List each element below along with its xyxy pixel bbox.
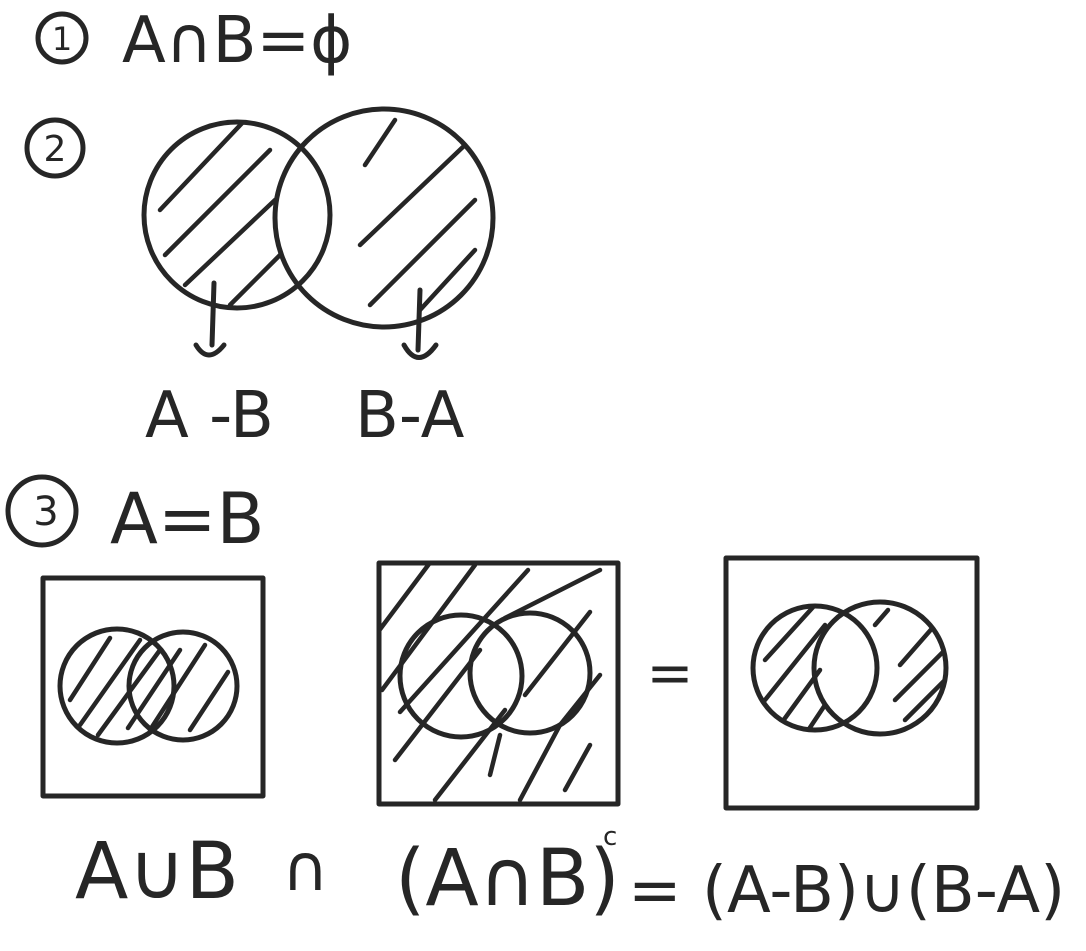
set-b-circle [272, 106, 496, 330]
arrow-b-minus-a [415, 287, 423, 353]
item-3-statement: A=B [110, 478, 265, 560]
label-a-minus-b: A -B [145, 379, 274, 453]
arrow-head-b-minus-a [401, 342, 439, 360]
hatch-b-minus-a [357, 117, 478, 313]
item-2: 2 A -B B-A [24, 106, 496, 453]
bottom-equation: A∪B ∩ (A∩B) c = (A-B)∪(B-A) [75, 822, 1065, 928]
symdiff-set-a-circle [750, 603, 880, 733]
equals-sign: = [647, 641, 694, 706]
hatch-b-only [872, 607, 946, 723]
arrow-head-a-minus-b [193, 342, 227, 358]
venn-diagram-difference [141, 106, 496, 360]
item-3: 3 A=B [5, 474, 265, 560]
equation-complement-mark: c [603, 822, 617, 852]
item-2-number-circle [24, 117, 86, 179]
venn-box-complement [376, 560, 621, 807]
universe-box-1 [40, 575, 266, 799]
union-set-b-circle [126, 629, 240, 743]
set-a-circle [141, 119, 333, 311]
item-3-number: 3 [33, 489, 58, 535]
hatch-a-only [762, 606, 828, 730]
universe-box-3 [723, 555, 980, 811]
equation-intersect-operator: ∩ [282, 832, 329, 906]
item-2-number: 2 [44, 129, 67, 170]
equation-term-union: A∪B [75, 827, 239, 917]
complement-set-a-circle [397, 612, 525, 740]
item-1: 1 A∩B=ϕ [35, 4, 352, 78]
item-3-number-circle [5, 474, 79, 548]
venn-box-union [40, 575, 266, 799]
union-set-a-circle [57, 626, 177, 746]
hatch-complement [379, 563, 603, 803]
equation-rhs: = (A-B)∪(B-A) [628, 854, 1065, 928]
equation-term-intersection: (A∩B) [395, 834, 620, 924]
label-b-minus-a: B-A [355, 379, 465, 453]
venn-box-symmetric-difference [723, 555, 980, 811]
hatch-a-minus-b [157, 122, 283, 308]
symdiff-set-b-circle [811, 599, 949, 737]
item-1-number: 1 [52, 20, 72, 58]
universe-box-2 [376, 560, 621, 807]
complement-set-b-circle [467, 610, 593, 736]
arrow-a-minus-b [209, 280, 217, 348]
item-1-statement: A∩B=ϕ [122, 4, 352, 78]
item-1-number-circle [35, 11, 89, 65]
